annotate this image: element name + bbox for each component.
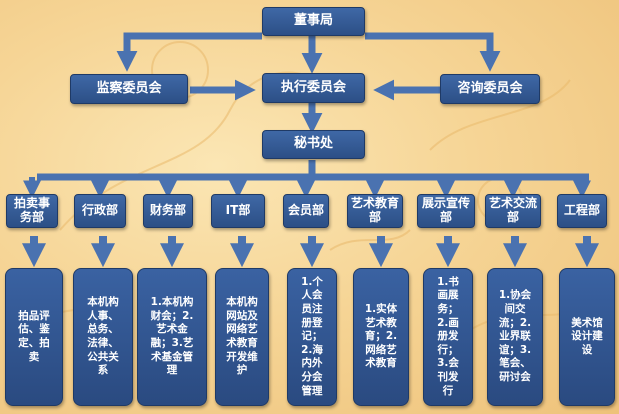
department-duty-box-3: 本机构网站及网络艺术教育开发维护 <box>215 268 269 406</box>
department-box-3: IT部 <box>211 194 265 228</box>
department-duty-box-6: 1.书画展务；2.画册发行；3.会刊发行 <box>423 268 473 406</box>
department-box-2: 财务部 <box>143 194 193 228</box>
department-box-7: 艺术交流部 <box>485 194 541 228</box>
department-duty-box-7: 1.协会间交流；2.业界联谊；3.笔会、研讨会 <box>487 268 543 406</box>
department-box-5: 艺术教育部 <box>347 194 403 228</box>
department-duty-box-5: 1.实体艺术教育；2.网络艺术教育 <box>353 268 409 406</box>
department-box-0: 拍卖事务部 <box>6 194 58 228</box>
secretariat-box: 秘书处 <box>262 130 365 159</box>
supervisory-committee-box: 监察委员会 <box>70 74 188 104</box>
arrow-to-supervisory <box>116 32 262 72</box>
department-duty-box-4: 1.个人会员注册登记；2.海内外分会管理 <box>287 268 337 406</box>
department-duty-box-0: 拍品评估、鉴定、拍卖 <box>5 268 63 406</box>
department-box-6: 展示宣传部 <box>417 194 475 228</box>
department-duty-box-1: 本机构人事、总务、法律、公共关系 <box>73 268 133 406</box>
executive-committee-box: 执行委员会 <box>262 73 365 103</box>
department-box-4: 会员部 <box>283 194 329 228</box>
chairman-box: 董事局 <box>262 7 365 36</box>
department-duty-box-8: 美术馆设计建设 <box>559 268 615 406</box>
department-box-8: 工程部 <box>557 194 607 228</box>
department-box-1: 行政部 <box>74 194 126 228</box>
arrow-to-advisory <box>365 32 501 72</box>
advisory-committee-box: 咨询委员会 <box>440 74 540 104</box>
department-duty-box-2: 1.本机构财会；2.艺术金融；3.艺术基金管理 <box>137 268 207 406</box>
